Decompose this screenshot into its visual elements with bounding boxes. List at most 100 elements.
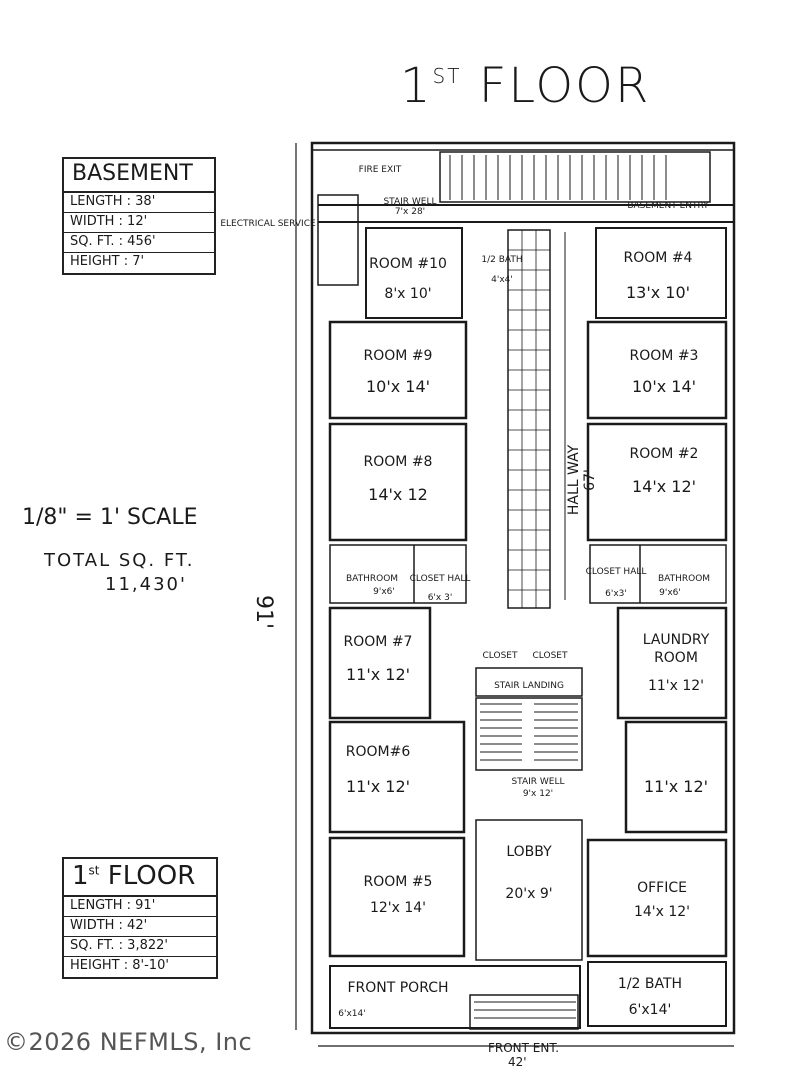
half-bath-bottom-name: 1/2 BATH [618, 976, 682, 992]
bathroom-left-name: BATHROOM [346, 574, 398, 584]
copyright-watermark: ©2026 NEFMLS, Inc [4, 1028, 253, 1056]
room-6-walls [328, 720, 466, 834]
room-labels: ROOM #10 8'x 10' ROOM #9 10'x 14' ROOM #… [220, 165, 710, 1019]
hallway-brick [507, 229, 551, 609]
scale-note: 1/8" = 1' SCALE [22, 505, 198, 530]
room-3-size: 10'x 14' [632, 377, 696, 396]
front-porch-walls [329, 965, 581, 1029]
closet-hall-left-size: 6'x 3' [428, 593, 453, 603]
room-11x12-walls [624, 720, 728, 834]
bathroom-right-walls [589, 544, 727, 604]
room-9-name: ROOM #9 [364, 348, 433, 364]
bathroom-right-size: 9'x6' [659, 588, 681, 598]
hallway-label: HALL WAY [566, 444, 582, 515]
office-name: OFFICE [637, 880, 687, 896]
half-bath-bottom-size: 6'x14' [629, 1002, 672, 1018]
laundry-room-size: 11'x 12' [648, 678, 704, 694]
basement-sqft: SQ. FT. : 456' [64, 233, 214, 253]
closet-hall-right-name: CLOSET HALL [586, 567, 647, 577]
laundry-room-walls [616, 606, 728, 720]
front-porch-name: FRONT PORCH [347, 980, 448, 996]
middle-stairwell-walls [475, 697, 583, 771]
basement-entry-label: BASEMENT ENTRY [627, 201, 709, 211]
basement-length: LENGTH : 38' [64, 193, 214, 213]
title-main: FLOOR [478, 58, 651, 114]
room-10-name: ROOM #10 [369, 256, 447, 272]
stair-landing-label: STAIR LANDING [494, 681, 564, 691]
page-title: 1ST FLOOR [400, 58, 650, 114]
top-stairwell [439, 151, 711, 203]
basement-width: WIDTH : 12' [64, 213, 214, 233]
room-8-name: ROOM #8 [364, 454, 433, 470]
laundry-room-name: LAUNDRY [643, 632, 710, 648]
room-8-size: 14'x 12 [368, 485, 428, 504]
room-4-size: 13'x 10' [626, 283, 690, 302]
closet-hall-right-size: 6'x3' [605, 589, 627, 599]
bathroom-right-name: BATHROOM [658, 574, 710, 584]
front-porch-size: 6'x14' [338, 1009, 365, 1019]
room-10-size: 8'x 10' [384, 286, 431, 302]
basement-height: HEIGHT : 7' [70, 254, 145, 269]
room-6-size: 11'x 12' [346, 777, 410, 796]
total-sqft-value: 11,430' [105, 574, 187, 595]
room-5-walls [328, 836, 466, 958]
basement-heading: BASEMENT [64, 159, 214, 193]
room-3-walls [586, 320, 728, 420]
stairwell-top-name: STAIR WELL [383, 197, 436, 207]
closet-left-label: CLOSET [483, 651, 518, 661]
room-3-name: ROOM #3 [630, 348, 699, 364]
first-floor-spec-table: 1st FLOOR LENGTH : 91' WIDTH : 42' SQ. F… [62, 857, 218, 979]
room-7-size: 11'x 12' [346, 665, 410, 684]
room-11x12-size: 11'x 12' [644, 777, 708, 796]
fire-exit-label: FIRE EXIT [359, 165, 402, 175]
lobby-walls [475, 819, 583, 961]
hallway-length: 67' [582, 469, 598, 491]
front-entrance-label: FRONT ENT. [488, 1041, 560, 1055]
width-dimension: 42' [508, 1055, 527, 1069]
lobby-name: LOBBY [506, 844, 552, 860]
half-bath-top-size: 4'x4' [491, 275, 513, 285]
closet-right-label: CLOSET [533, 651, 568, 661]
first-floor-sqft: SQ. FT. : 3,822' [64, 937, 216, 957]
room-5-name: ROOM #5 [364, 874, 433, 890]
stair-landing-walls [475, 667, 583, 697]
first-floor-heading-text: FLOOR [107, 861, 196, 891]
half-bath-top-name: 1/2 BATH [481, 255, 522, 265]
half-bath-bottom-walls [587, 961, 727, 1027]
total-sqft-label: TOTAL SQ. FT. [44, 550, 195, 571]
first-floor-heading-sup: st [88, 863, 100, 878]
first-floor-length: LENGTH : 91' [64, 897, 216, 917]
closet-hall-left-name: CLOSET HALL [410, 574, 471, 584]
room-9-size: 10'x 14' [366, 377, 430, 396]
room-5-size: 12'x 14' [370, 900, 426, 916]
bathroom-left-walls [329, 544, 467, 604]
room-10-walls [365, 227, 463, 319]
first-floor-heading-num: 1 [72, 861, 89, 891]
room-9-walls [328, 320, 468, 420]
title-sup: ST [432, 64, 462, 88]
room-2-name: ROOM #2 [630, 446, 699, 462]
office-walls [586, 838, 728, 958]
bathroom-left-size: 9'x6' [373, 587, 395, 597]
room-7-walls [328, 606, 432, 720]
stairwell-mid-size: 9'x 12' [523, 789, 553, 799]
room-4-name: ROOM #4 [624, 250, 693, 266]
room-7-name: ROOM #7 [344, 634, 413, 650]
room-4-walls [595, 227, 727, 319]
laundry-room-name-2: ROOM [654, 650, 698, 666]
first-floor-height: HEIGHT : 8'-10' [70, 958, 169, 973]
stairwell-top-size: 7'x 28' [395, 207, 425, 217]
room-8-walls [328, 422, 468, 542]
stairwell-mid-name: STAIR WELL [511, 777, 564, 787]
length-dimension: 91' [251, 595, 276, 630]
first-floor-width: WIDTH : 42' [64, 917, 216, 937]
lobby-size: 20'x 9' [505, 886, 552, 902]
outer-wall [310, 141, 736, 1035]
basement-spec-table: BASEMENT LENGTH : 38' WIDTH : 12' SQ. FT… [62, 157, 216, 275]
room-2-size: 14'x 12' [632, 477, 696, 496]
title-prefix: 1 [400, 58, 433, 114]
first-floor-heading: 1st FLOOR [64, 859, 216, 897]
office-size: 14'x 12' [634, 904, 690, 920]
electrical-service-label: ELECTRICAL SERVICE [220, 219, 316, 229]
